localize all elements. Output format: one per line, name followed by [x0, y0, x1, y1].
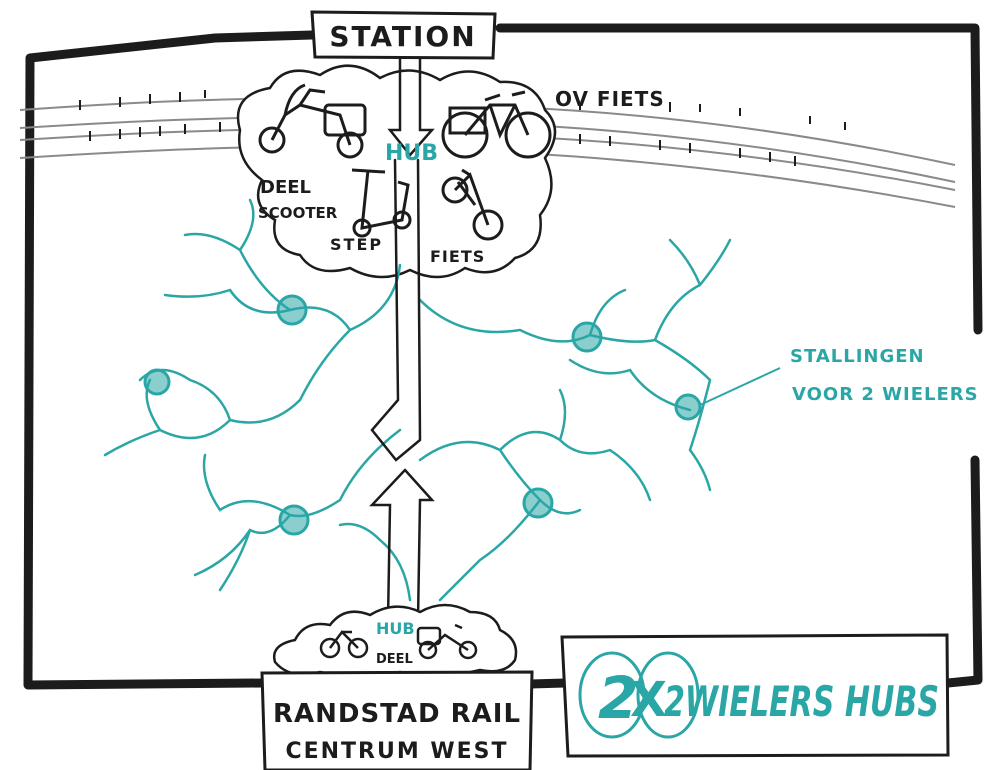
stalling-spot	[143, 368, 171, 396]
top-hub-cloud	[236, 64, 557, 279]
title-loop-right	[636, 651, 700, 739]
hub-bottom-label: HUB	[376, 619, 415, 638]
randstad-label-line2: CENTRUM WEST	[285, 739, 508, 764]
ov-fiets-label: OV FIETS	[555, 87, 665, 111]
stallingen-label-line1: STALLINGEN	[790, 346, 925, 367]
road-frame	[23, 23, 983, 690]
title-rest: 2WIELERS HUBS	[664, 677, 939, 726]
bottom-bike-icon	[319, 630, 369, 659]
title-loop-left	[578, 651, 646, 739]
deel-label: DEEL	[260, 177, 311, 198]
deel-step-icon	[351, 168, 412, 238]
rail-ties	[79, 90, 846, 166]
randstad-rail-box	[260, 670, 534, 770]
ov-fiets-bike-icon	[441, 90, 552, 159]
title-box	[560, 633, 950, 758]
stalling-spot	[278, 504, 310, 536]
bottom-scooter-icon	[416, 623, 478, 660]
stallingen-pointer	[699, 367, 781, 406]
stalling-spots	[143, 294, 702, 536]
randstad-label-line1: RANDSTAD RAIL	[273, 699, 521, 729]
deel-scooter-icon	[258, 83, 367, 159]
hub-top-label: HUB	[385, 141, 438, 166]
stalling-spot	[276, 294, 308, 326]
deel-bottom-label: DEEL	[376, 652, 413, 667]
title-two: 2	[598, 664, 638, 732]
stalling-spot	[571, 321, 603, 353]
step-label: STEP	[330, 235, 383, 254]
title-x: X	[630, 672, 667, 728]
fiets-label: FIETS	[430, 247, 485, 266]
deel-fiets-icon	[441, 168, 504, 241]
station-label: STATION	[329, 20, 476, 53]
scooter-label: SCOOTER	[258, 204, 338, 222]
central-route	[369, 36, 435, 622]
station-sign-box	[310, 10, 497, 60]
stallingen-label-line2: VOOR 2 WIELERS	[792, 384, 979, 405]
stalling-spot	[674, 393, 702, 421]
stalling-spot	[522, 487, 554, 519]
title: 2 X 2WIELERS HUBS	[578, 651, 939, 739]
